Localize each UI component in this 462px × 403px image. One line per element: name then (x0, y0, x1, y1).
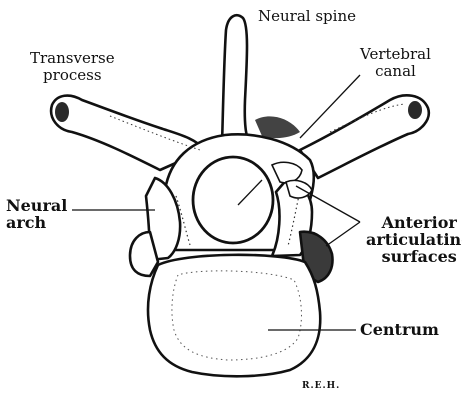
neural-spine-shape (222, 15, 252, 150)
label-centrum: Centrum (360, 321, 439, 338)
artist-signature: R.E.H. (302, 378, 340, 395)
label-neural-arch: Neural arch (6, 197, 67, 231)
label-anterior-articulating-surfaces: Anterior articulating surfaces (366, 214, 462, 265)
vertebral-canal-opening (193, 157, 273, 243)
label-neural-spine: Neural spine (258, 8, 356, 25)
centrum-shape (148, 255, 320, 376)
label-vertebral-canal: Vertebral canal (360, 46, 431, 80)
leader-articulating-2 (326, 222, 360, 246)
label-transverse-process: Transverse process (30, 50, 115, 84)
